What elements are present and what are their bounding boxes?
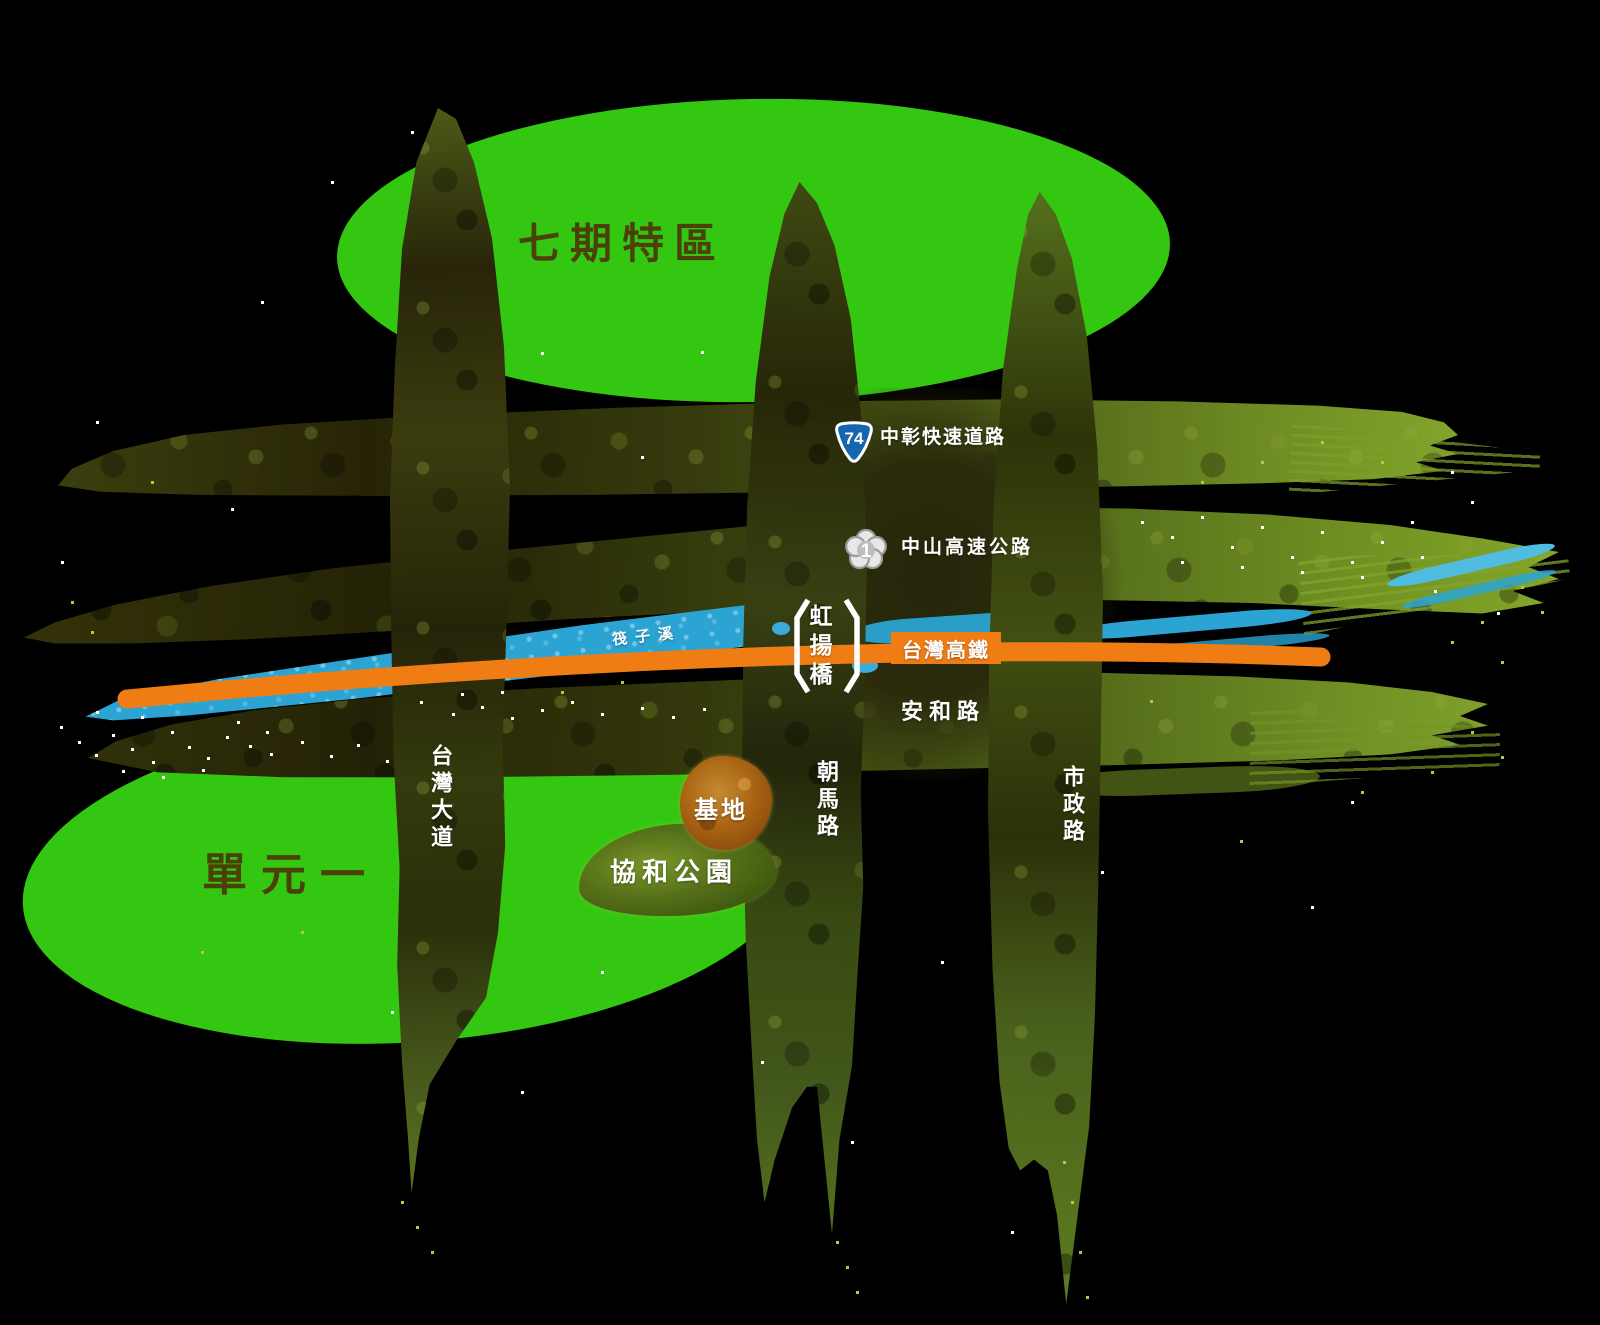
route-1-shield-icon: 1 bbox=[845, 528, 887, 570]
bridge-label: 虹揚橋 bbox=[806, 604, 832, 691]
route-74-shield-icon: 74 bbox=[835, 421, 873, 463]
park-label: 協和公園 bbox=[610, 857, 739, 887]
route-1-number: 1 bbox=[861, 541, 872, 562]
green-noise-specks bbox=[0, 0, 3, 3]
road-label-highway-1: 中山高速公路 bbox=[901, 537, 1034, 558]
road-label-taiwan-blvd: 台灣大道 bbox=[428, 744, 453, 852]
route-74-number: 74 bbox=[845, 429, 864, 448]
site-label: 基地 bbox=[694, 797, 748, 824]
road-label-shizheng: 市政路 bbox=[1060, 765, 1085, 846]
road-label-chaoma: 朝馬路 bbox=[814, 760, 839, 841]
site-marker-blob bbox=[680, 756, 772, 850]
hsr-label: 台灣高鐵 bbox=[902, 639, 990, 662]
hsr-label-plate: 台灣高鐵 bbox=[891, 632, 1001, 664]
district-danyuan-label: 單元一 bbox=[202, 850, 380, 900]
road-label-expressway-74: 中彰快速道路 bbox=[880, 427, 1007, 448]
bridge-bracket-icon bbox=[794, 598, 860, 694]
district-qiqi-label: 七期特區 bbox=[518, 222, 727, 268]
road-label-anhe: 安和路 bbox=[901, 699, 986, 724]
river-fleck-left bbox=[772, 622, 790, 635]
white-noise-specks bbox=[0, 0, 3, 3]
road-stroke-shizheng bbox=[988, 192, 1103, 1304]
